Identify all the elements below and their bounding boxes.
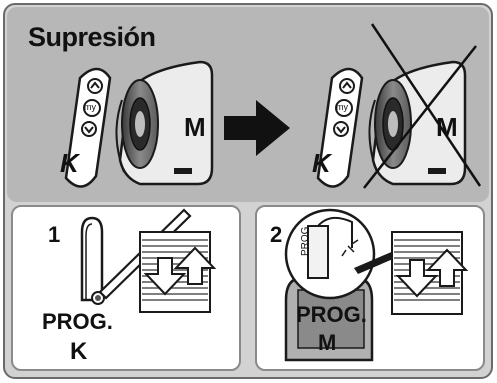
step-2-illustration <box>284 208 469 362</box>
remote-label: K <box>60 148 79 178</box>
page-title: Supresión <box>28 22 156 52</box>
step-1-prog-label: PROG. <box>42 309 113 334</box>
step-2-device-label: M <box>318 330 337 355</box>
arrow-up-icon <box>173 246 217 285</box>
arrow-up-icon-2 <box>425 248 469 287</box>
step-2-prog-small: PROG <box>300 226 311 256</box>
step-2-prog-label: PROG. <box>296 302 367 327</box>
receiver-label: M <box>184 112 206 142</box>
remote-control-icon-removed <box>316 67 364 188</box>
receiver-device-icon <box>115 60 214 186</box>
remote-label-removed: K <box>312 148 331 178</box>
remote-my-label-removed: my <box>336 102 348 112</box>
step-1-number: 1 <box>48 222 61 247</box>
step-2-number: 2 <box>270 222 283 247</box>
receiver-device-icon-removed <box>368 60 467 186</box>
remote-my-label: my <box>84 102 96 112</box>
step-1-illustration <box>80 208 217 313</box>
step-1-device-label: K <box>70 338 88 365</box>
arrow-right-icon <box>224 100 290 156</box>
remote-control-icon <box>64 67 112 188</box>
arrow-down-icon <box>143 257 187 296</box>
arrow-down-icon-2 <box>395 259 439 298</box>
cross-out-icon <box>363 23 482 189</box>
receiver-label-removed: M <box>436 112 458 142</box>
